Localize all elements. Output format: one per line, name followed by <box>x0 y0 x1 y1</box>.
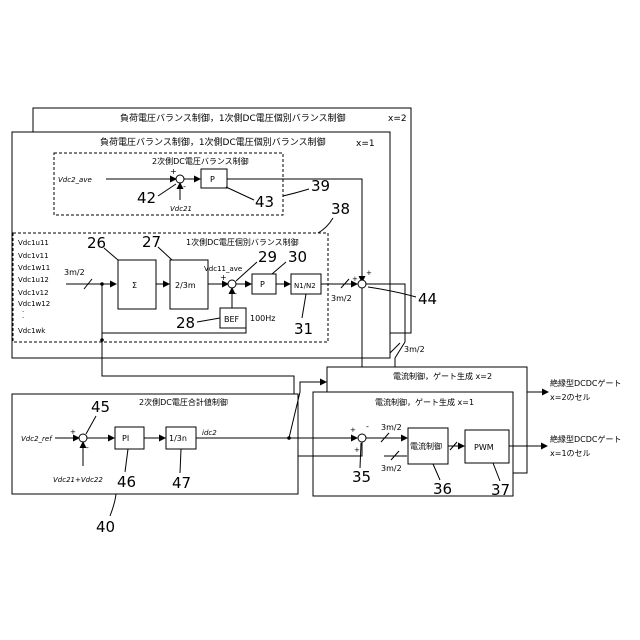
svg-text:-: - <box>86 443 89 452</box>
ref-35: 35 <box>352 468 371 486</box>
summing-junction-45 <box>79 434 87 442</box>
ref-45: 45 <box>91 398 110 416</box>
input-vdc1v12: Vdc1v12 <box>18 289 49 297</box>
input-vdc1w11: Vdc1w11 <box>18 264 50 272</box>
ref-30: 30 <box>288 248 307 266</box>
current-x2-title: 電流制御，ゲート生成 x=2 <box>393 371 492 381</box>
signal-vdc2-ave: Vdc2_ave <box>58 176 92 184</box>
svg-text:-: - <box>183 182 186 191</box>
svg-text:電流制御: 電流制御 <box>410 441 442 451</box>
ref-29: 29 <box>258 248 277 266</box>
svg-text:+: + <box>350 426 356 434</box>
label-100hz: 100Hz <box>250 314 275 323</box>
ref-38: 38 <box>331 200 350 218</box>
ref-40: 40 <box>96 518 115 536</box>
ref-37: 37 <box>491 481 510 499</box>
svg-text:2/3m: 2/3m <box>175 281 196 290</box>
input-vdc1w12: Vdc1w12 <box>18 300 50 308</box>
svg-text:PWM: PWM <box>474 443 494 452</box>
frame-x1-title: 負荷電圧バランス制御，1次側DC電圧個別バランス制御 <box>100 136 326 148</box>
current-x1-title: 電流制御，ゲート生成 x=1 <box>375 397 474 407</box>
svg-text:+: + <box>170 167 177 176</box>
input-vdc1wk: Vdc1wk <box>18 327 46 335</box>
svg-text:P: P <box>260 280 265 289</box>
signal-vdc11-ave: Vdc11_ave <box>204 265 242 273</box>
svg-text:N1/N2: N1/N2 <box>294 282 316 290</box>
ref-43: 43 <box>255 193 274 211</box>
signal-vdc21: Vdc21 <box>170 205 192 213</box>
signal-idc2: idc2 <box>202 429 217 437</box>
input-vdc1v11: Vdc1v11 <box>18 252 49 260</box>
svg-text:3m/2: 3m/2 <box>64 268 85 277</box>
svg-text:3m/2: 3m/2 <box>404 345 425 354</box>
svg-text:·: · <box>22 314 24 322</box>
ref-28: 28 <box>176 314 195 332</box>
svg-text:P: P <box>210 175 215 184</box>
summing-junction-35 <box>358 434 366 442</box>
ref-36: 36 <box>433 480 452 498</box>
ref-42: 42 <box>137 189 156 207</box>
svg-text:1/3n: 1/3n <box>169 434 187 443</box>
total-control-title: 2次側DC電圧合計値制御 <box>139 397 228 407</box>
svg-text:-: - <box>366 422 369 431</box>
output-x1-title: 絶縁型DCDCゲート <box>550 434 622 444</box>
svg-text:Σ: Σ <box>132 281 137 290</box>
svg-text:3m/2: 3m/2 <box>331 294 352 303</box>
svg-text:3m/2: 3m/2 <box>381 464 402 473</box>
block-pi <box>115 427 144 449</box>
ref-31: 31 <box>294 320 313 338</box>
svg-text:+: + <box>70 428 76 436</box>
ref-27: 27 <box>142 233 161 251</box>
svg-text:3m/2: 3m/2 <box>381 423 402 432</box>
svg-text:+: + <box>352 275 358 283</box>
ref-44: 44 <box>418 290 437 308</box>
summing-junction-44 <box>358 280 366 288</box>
primary-individual-title: 1次側DC電圧個別バランス制御 <box>186 237 299 247</box>
frame-x2-index: x=2 <box>388 114 407 124</box>
signal-vdc2-ref: Vdc2_ref <box>21 435 53 443</box>
ref-26: 26 <box>87 234 106 252</box>
svg-text:+: + <box>220 273 227 282</box>
output-x2-title: 絶縁型DCDCゲート <box>550 378 622 388</box>
svg-text:PI: PI <box>122 434 129 443</box>
frame-x1-index: x=1 <box>356 139 375 149</box>
svg-text:BEF: BEF <box>224 315 240 324</box>
frame-x2-title: 負荷電圧バランス制御，1次側DC電圧個別バランス制御 <box>120 112 346 124</box>
ref-39: 39 <box>311 177 330 195</box>
secondary-balance-title: 2次側DC電圧バランス制御 <box>152 156 249 166</box>
svg-text:+: + <box>366 269 372 277</box>
svg-text:+: + <box>354 446 360 454</box>
signal-vdc21-vdc22: Vdc21+Vdc22 <box>53 476 103 484</box>
input-vdc1u12: Vdc1u12 <box>18 276 49 284</box>
summing-junction-bef <box>228 280 236 288</box>
input-vdc1u11: Vdc1u11 <box>18 239 49 247</box>
ref-47: 47 <box>172 474 191 492</box>
ref-46: 46 <box>117 473 136 491</box>
output-x2-sub: x=2のセル <box>550 393 591 402</box>
svg-text:-: - <box>234 289 237 298</box>
output-x1-sub: x=1のセル <box>550 449 591 458</box>
